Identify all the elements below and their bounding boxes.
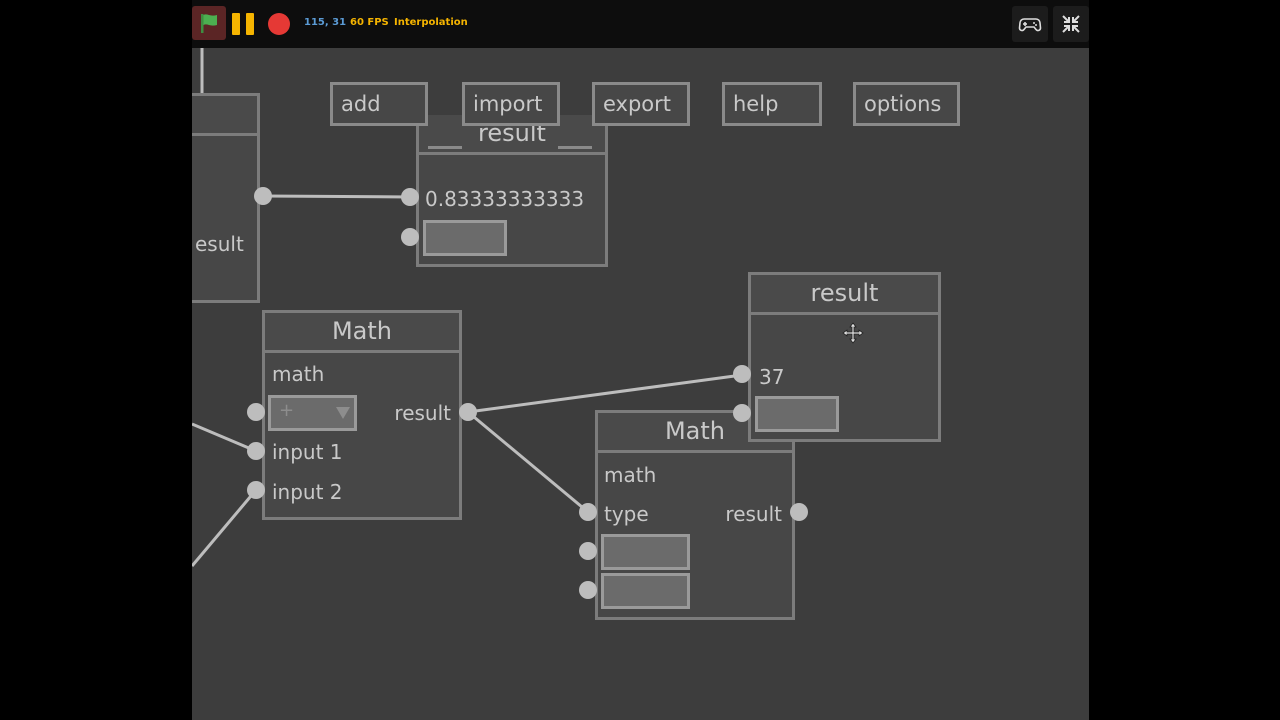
result-node-top-value: 0.83333333333 — [425, 187, 585, 211]
left-partial-node[interactable]: esult — [192, 93, 260, 303]
green-flag-button[interactable] — [192, 6, 226, 40]
fullscreen-exit-button[interactable] — [1053, 6, 1089, 42]
math-node-2-field-1[interactable] — [601, 534, 690, 570]
math-node-2-input-port[interactable] — [579, 503, 597, 521]
math-node-2-subtitle: math — [604, 463, 657, 487]
math-node-2-field-1-port[interactable] — [579, 542, 597, 560]
left-node-header — [192, 96, 257, 136]
math-node-1-title: Math — [265, 313, 459, 353]
fullscreen-exit-icon — [1062, 15, 1080, 33]
left-node-output-label: esult — [195, 232, 244, 256]
pause-icon-bar-right — [246, 13, 254, 35]
node-editor-stage[interactable]: esult result 0.83333333333 add import ex… — [192, 48, 1089, 720]
options-button[interactable]: options — [853, 82, 960, 126]
pause-icon-bar-left — [232, 13, 240, 35]
fps-counter: 60 FPS — [350, 17, 389, 28]
math-node-2-output-port[interactable] — [790, 503, 808, 521]
result-node-2[interactable]: result 37 — [748, 272, 941, 442]
math-node-1-input2-port[interactable] — [247, 481, 265, 499]
result-node-2-field-port[interactable] — [733, 404, 751, 422]
help-button[interactable]: help — [722, 82, 822, 126]
math-node-2-field-2-port[interactable] — [579, 581, 597, 599]
stop-button[interactable] — [268, 13, 290, 35]
dropdown-arrow-icon — [336, 407, 350, 419]
math-node-1-input1-label: input 1 — [272, 440, 343, 464]
math-node-1-input1-port[interactable] — [247, 442, 265, 460]
math-node-1-output-port[interactable] — [459, 403, 477, 421]
connection-wires — [192, 48, 743, 567]
math-node-1-output-label: result — [394, 401, 451, 425]
result-node-top-field-port[interactable] — [401, 228, 419, 246]
interpolation-label: Interpolation — [394, 17, 468, 28]
math-node-2-field-2[interactable] — [601, 573, 690, 609]
result-node-top-field[interactable] — [423, 220, 507, 256]
menu-connector-1 — [428, 146, 462, 149]
math-node-1[interactable]: Math math + result input 1 input 2 — [262, 310, 462, 520]
mouse-coords: 115, 31 — [304, 17, 347, 28]
math-node-2-output-label: result — [725, 502, 782, 526]
math-node-1-input2-label: input 2 — [272, 480, 343, 504]
math-node-1-subtitle: math — [272, 362, 325, 386]
result-node-top-input-port[interactable] — [401, 188, 419, 206]
import-button[interactable]: import — [462, 82, 560, 126]
operator-dropdown[interactable]: + — [268, 395, 357, 431]
pause-button[interactable] — [232, 13, 256, 35]
result-node-2-input-port[interactable] — [733, 365, 751, 383]
result-node-2-title: result — [751, 275, 938, 315]
top-toolbar: 115, 31 60 FPS Interpolation — [192, 0, 1089, 48]
math-node-1-operator-port[interactable] — [247, 403, 265, 421]
flag-icon — [201, 14, 217, 33]
gamepad-button[interactable] — [1012, 6, 1048, 42]
math-node-2-input-label: type — [604, 502, 649, 526]
result-node-2-field[interactable] — [755, 396, 839, 432]
operator-value: + — [279, 400, 295, 421]
menu-connector-2 — [558, 146, 592, 149]
math-node-2[interactable]: Math math type result — [595, 410, 795, 620]
add-button[interactable]: add — [330, 82, 428, 126]
left-node-output-port[interactable] — [254, 187, 272, 205]
gamepad-icon — [1018, 18, 1042, 32]
move-cursor-icon — [842, 322, 864, 344]
result-node-2-value: 37 — [759, 365, 785, 389]
export-button[interactable]: export — [592, 82, 690, 126]
